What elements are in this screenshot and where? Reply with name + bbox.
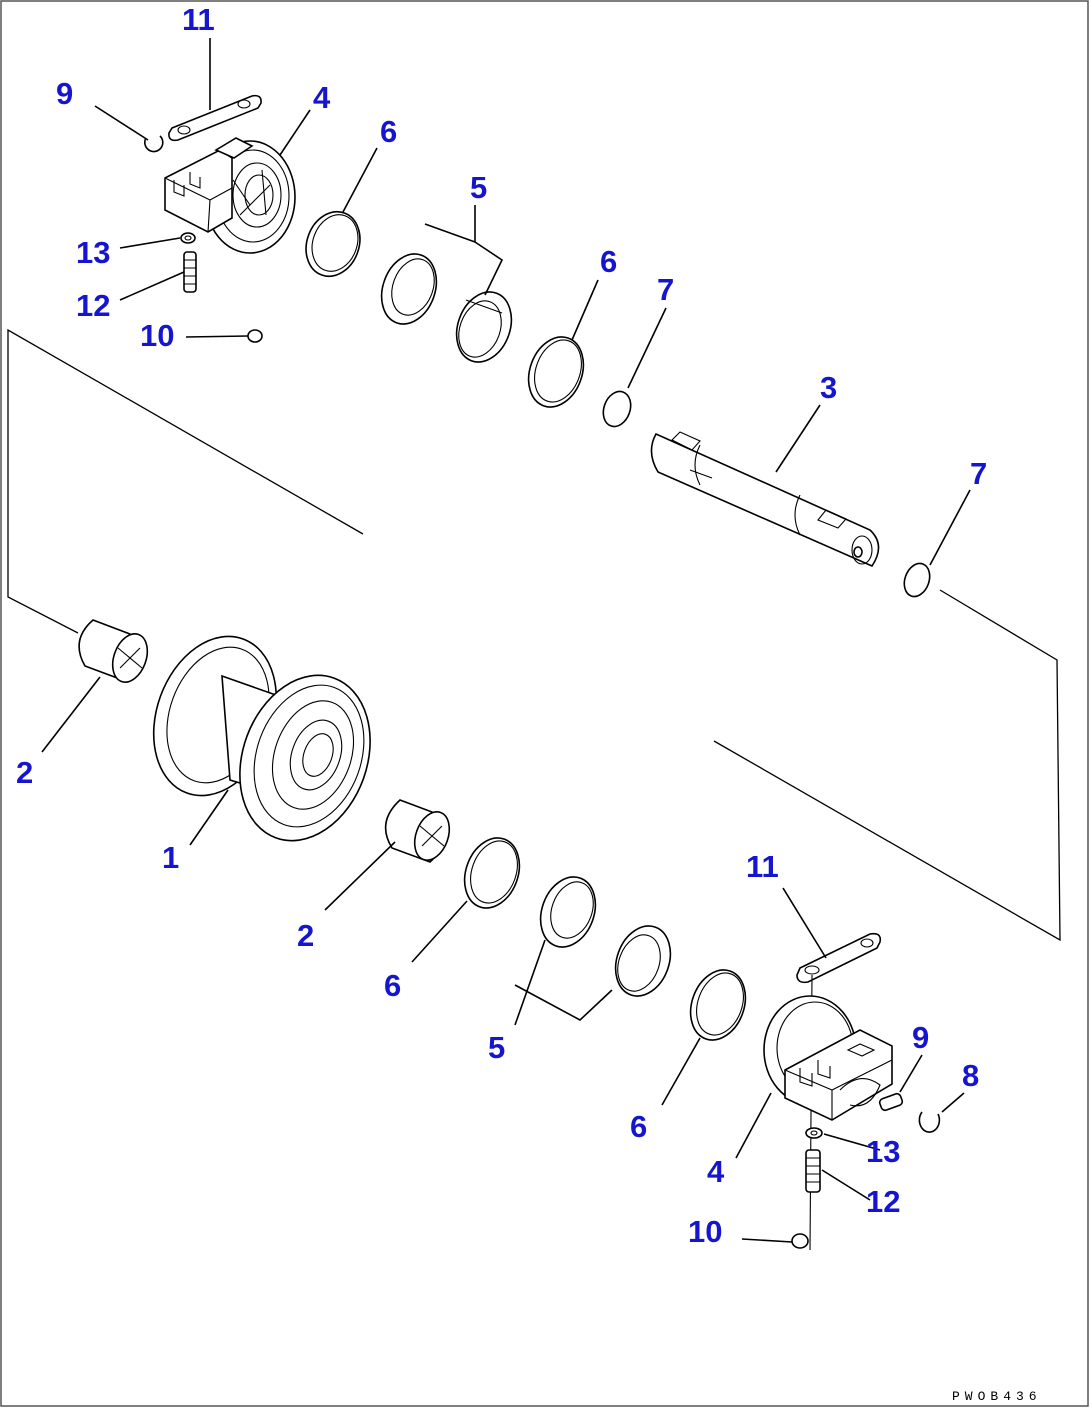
floating-seal-part-5-bottom [539, 876, 672, 997]
callout-2-left: 2 [16, 755, 33, 790]
leader-lines [41, 38, 971, 1243]
bushing-part-2-left [78, 619, 149, 683]
o-ring-part-6-a [305, 210, 361, 278]
callout-7-top: 7 [657, 272, 674, 307]
o-ring-part-6-d [689, 969, 747, 1041]
assembly-boundary [7, 328, 1061, 942]
o-ring-part-6-c [463, 837, 521, 909]
callout-11-top: 11 [182, 2, 215, 37]
callout-7-bottom: 7 [970, 456, 987, 491]
floating-seal-part-5-top [380, 253, 513, 363]
callout-11-bottom: 11 [746, 849, 779, 884]
collar-part-4-top [164, 137, 296, 254]
callout-10-bottom: 10 [688, 1214, 722, 1249]
clip-part-8 [918, 1111, 941, 1133]
callout-5-bottom: 5 [488, 1030, 505, 1065]
o-ring-part-6-b [527, 336, 585, 408]
callout-12-top: 12 [76, 288, 110, 323]
link-plate-part-11-top [168, 94, 262, 142]
drawing-code: PWOB436 [952, 1389, 1042, 1404]
o-ring-part-7-bottom [903, 562, 931, 598]
callout-5-top: 5 [470, 170, 487, 205]
callout-2-right: 2 [297, 918, 314, 953]
callout-3: 3 [820, 370, 837, 405]
callout-13-top: 13 [76, 235, 110, 270]
callout-4-top: 4 [313, 80, 331, 115]
washer-part-13-bottom [805, 1127, 823, 1139]
washer-part-13-top [180, 232, 196, 244]
callouts: 11 9 4 6 5 13 12 6 7 10 3 7 2 1 2 11 6 5… [16, 2, 987, 1249]
callout-4-bottom: 4 [707, 1154, 725, 1189]
callout-9-bottom: 9 [912, 1020, 929, 1055]
bushing-part-2-right [384, 799, 451, 863]
plug-part-10-bottom [791, 1233, 809, 1249]
collar-part-4-bottom [763, 995, 893, 1121]
callout-6-d: 6 [630, 1109, 647, 1144]
o-ring-part-7-top [602, 390, 632, 428]
callout-9-top: 9 [56, 76, 73, 111]
roller-part-1 [152, 635, 371, 842]
callout-6-a: 6 [380, 114, 397, 149]
callout-10-top: 10 [140, 318, 174, 353]
link-plate-part-11-bottom [796, 932, 882, 1251]
pin-part-9-bottom [878, 1092, 904, 1112]
callout-12-bottom: 12 [866, 1184, 900, 1219]
shaft-part-3 [650, 431, 880, 568]
callout-6-c: 6 [384, 968, 401, 1003]
callout-6-b: 6 [600, 244, 617, 279]
callout-8: 8 [962, 1058, 979, 1093]
bolt-part-12-top [183, 251, 197, 293]
plug-part-10-top [247, 329, 263, 343]
bolt-part-12-bottom [805, 1149, 821, 1193]
callout-13-bottom: 13 [866, 1134, 900, 1169]
callout-1: 1 [162, 840, 179, 875]
pin-part-9-top [143, 135, 164, 153]
